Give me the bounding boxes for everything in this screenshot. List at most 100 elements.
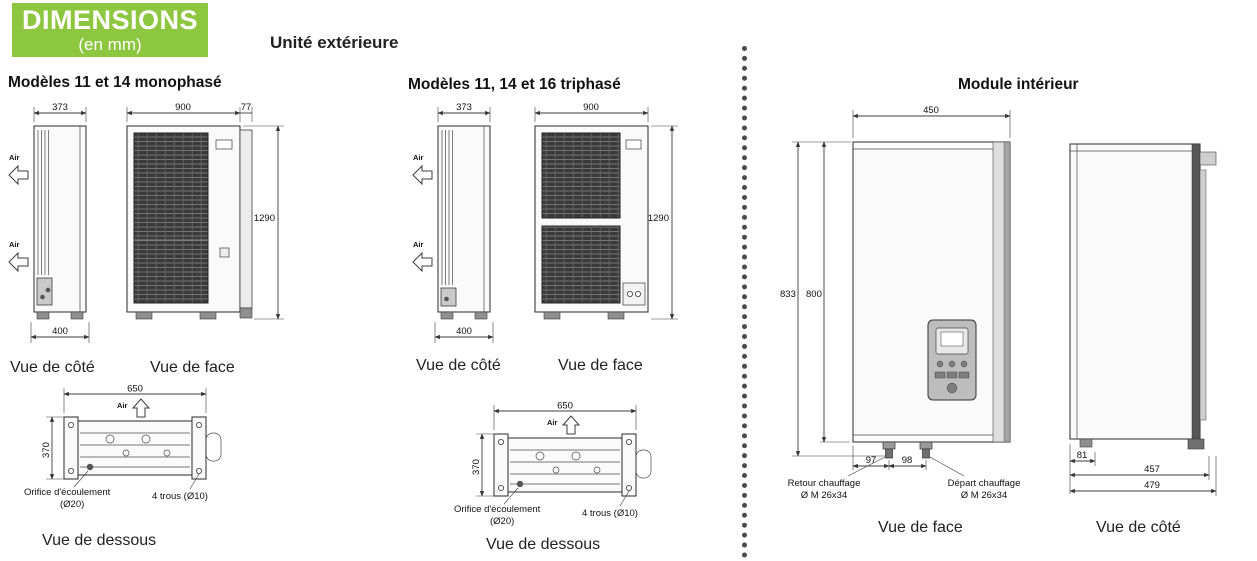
dim-depth: 457 bbox=[1069, 456, 1210, 480]
indoor-side-view-label: Vue de côté bbox=[1096, 519, 1181, 536]
dim-label: 400 bbox=[456, 326, 472, 337]
dimensions-badge: DIMENSIONS (en mm) bbox=[12, 3, 208, 57]
air-label: Air bbox=[547, 418, 558, 427]
mono-side-view-drawing: 373 Air Air 400 bbox=[8, 102, 90, 343]
supply-pipe-fitting bbox=[919, 441, 933, 459]
back-edge bbox=[1191, 143, 1201, 440]
return-size-callout: Ø M 26x34 bbox=[801, 490, 847, 501]
outdoor-unit-header: Unité extérieure bbox=[270, 33, 399, 52]
dim-label: 370 bbox=[471, 459, 482, 475]
air-label: Air bbox=[413, 240, 424, 249]
tri-bottom-view-drawing: 650 Air 370 Orifice d'écoulement (Ø20) 4… bbox=[454, 401, 652, 527]
dim-total-depth: 479 bbox=[1069, 456, 1217, 496]
dim-indoor-width: 450 bbox=[852, 105, 1011, 138]
unit-body bbox=[1069, 143, 1217, 450]
drain-size-callout: (Ø20) bbox=[490, 516, 514, 527]
dim-side-width: 373 bbox=[33, 102, 87, 122]
wall-bracket bbox=[1199, 151, 1217, 166]
panel-button bbox=[948, 360, 956, 368]
return-pipe-fitting bbox=[882, 441, 896, 459]
unit-body bbox=[33, 125, 87, 320]
indoor-side-view-drawing: 81 457 479 bbox=[1069, 143, 1217, 496]
air-flow-arrow-icon: Air bbox=[8, 153, 29, 186]
mounting-hole bbox=[498, 485, 505, 492]
drain-callout: Orifice d'écoulement bbox=[454, 504, 541, 515]
dim-label: 77 bbox=[241, 102, 252, 113]
dim-front-width: 900 bbox=[534, 102, 649, 122]
air-flow-arrow-icon: Air bbox=[8, 240, 29, 273]
dim-label: 81 bbox=[1077, 450, 1088, 461]
unit-body bbox=[852, 141, 1011, 459]
mono-section-title: Modèles 11 et 14 monophasé bbox=[8, 74, 222, 91]
dim-label: 800 bbox=[806, 289, 822, 300]
dim-front-height: 1290 bbox=[243, 125, 284, 320]
fan-grille bbox=[541, 132, 621, 219]
dim-bottom-width: 650 bbox=[493, 401, 637, 430]
dim-side-base: 400 bbox=[434, 322, 494, 343]
dim-front-edge: 77 bbox=[240, 102, 253, 122]
tri-side-view-drawing: 373 Air Air 400 bbox=[412, 102, 494, 343]
dim-label: 650 bbox=[557, 401, 573, 412]
tri-front-view-label: Vue de face bbox=[558, 357, 643, 374]
dim-label: 98 bbox=[902, 455, 913, 466]
tri-side-view-label: Vue de côté bbox=[416, 357, 501, 374]
drain-hole bbox=[516, 480, 524, 488]
dim-side-base: 400 bbox=[30, 322, 90, 343]
dim-pipe-offset: 97 98 bbox=[852, 446, 927, 470]
dim-label: 457 bbox=[1144, 464, 1160, 475]
panel-button bbox=[946, 371, 958, 379]
air-flow-arrow-icon: Air bbox=[117, 398, 151, 418]
dim-foot-offset: 81 bbox=[1069, 444, 1096, 494]
base-plate bbox=[63, 416, 222, 480]
mounting-hole bbox=[195, 422, 202, 429]
dim-bottom-depth: 370 bbox=[471, 433, 502, 497]
unit-body bbox=[534, 125, 649, 320]
base-plate bbox=[493, 433, 652, 497]
dim-bottom-depth: 370 bbox=[41, 416, 72, 480]
dim-bottom-width: 650 bbox=[63, 384, 207, 413]
dotted-divider bbox=[742, 46, 747, 558]
indoor-front-view-label: Vue de face bbox=[878, 519, 963, 536]
dim-label: 1290 bbox=[254, 213, 275, 224]
unit-body bbox=[437, 125, 491, 320]
panel-button bbox=[958, 371, 970, 379]
air-label: Air bbox=[9, 240, 20, 249]
supply-size-callout: Ø M 26x34 bbox=[961, 490, 1007, 501]
dim-label: 479 bbox=[1144, 480, 1160, 491]
mono-bottom-view-drawing: 650 Air 370 Orifice d'écoulement (Ø20) 4… bbox=[24, 384, 222, 510]
dim-label: 373 bbox=[52, 102, 68, 113]
dim-label: 650 bbox=[127, 384, 143, 395]
dim-indoor-total-height: 833 bbox=[780, 141, 886, 457]
side-edge bbox=[239, 129, 253, 309]
control-panel bbox=[927, 319, 977, 401]
tri-section-title: Modèles 11, 14 et 16 triphasé bbox=[408, 76, 621, 93]
dim-label: 400 bbox=[52, 326, 68, 337]
air-flow-arrow-icon: Air bbox=[547, 415, 581, 435]
air-label: Air bbox=[9, 153, 20, 162]
dim-indoor-unit-height: 800 bbox=[806, 141, 850, 443]
fan-grille bbox=[133, 132, 209, 304]
mounting-hole bbox=[625, 439, 632, 446]
air-flow-arrow-icon: Air bbox=[412, 240, 433, 273]
return-callout: Retour chauffage bbox=[788, 478, 861, 489]
nameplate bbox=[215, 139, 233, 150]
mounting-hole bbox=[195, 468, 202, 475]
dim-label: 900 bbox=[175, 102, 191, 113]
supply-callout: Départ chauffage bbox=[948, 478, 1021, 489]
mounting-hole bbox=[625, 485, 632, 492]
mono-front-view-drawing: 900 77 1290 bbox=[126, 102, 284, 320]
mounting-hole bbox=[498, 439, 505, 446]
dim-front-height: 1290 bbox=[648, 125, 678, 320]
badge-subtitle: (en mm) bbox=[78, 35, 142, 54]
dim-label: 450 bbox=[923, 105, 939, 116]
panel-button bbox=[934, 371, 946, 379]
tri-front-view-drawing: 900 1290 bbox=[534, 102, 678, 320]
badge-title: DIMENSIONS bbox=[21, 5, 199, 35]
mounting-hole bbox=[68, 468, 75, 475]
air-label: Air bbox=[413, 153, 424, 162]
back-plate bbox=[1199, 169, 1207, 421]
mounting-hole bbox=[68, 422, 75, 429]
dim-label: 900 bbox=[583, 102, 599, 113]
dim-label: 833 bbox=[780, 289, 796, 300]
tri-bottom-view-label: Vue de dessous bbox=[486, 536, 601, 553]
